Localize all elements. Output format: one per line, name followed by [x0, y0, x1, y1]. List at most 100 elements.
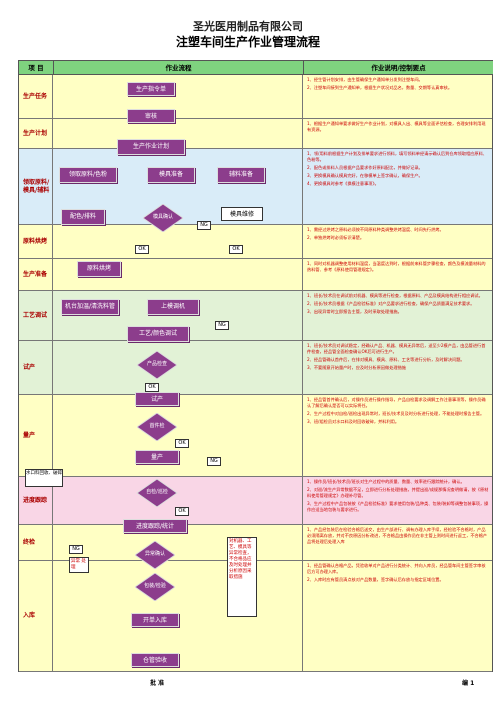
description-line: 2、经品管确认首件后，在排对模具、模具、原料、工艺等进行分析，及时解决问题。 — [307, 357, 465, 362]
company-name: 圣光医用制品有限公司 — [193, 20, 303, 33]
description-line: 1、经品管首件确认后，对操作员进行操作指导，产品自检要求及调解工作注意事项等，操… — [307, 397, 486, 408]
stage-label: 终检 — [19, 525, 53, 560]
flow-first-article-label: 首件检 — [149, 423, 165, 429]
label-ok-4: OK — [175, 439, 189, 448]
flow-cell — [53, 291, 303, 340]
flow-cell — [53, 259, 303, 290]
flow-pick-material: 领取原料/色粉 — [59, 167, 117, 183]
flow-stock-confirm: 仓管验收 — [131, 653, 179, 667]
flow-abnormal-diamond — [134, 540, 176, 570]
table-row: 试产 1、班长/技术员对调试稳定，经确认产品、机器、模具无异常后，送至少2模产品，… — [19, 341, 492, 395]
stage-description: 1、产品经包装后在检验合格后送交，由生产部进行、调有办理入库手续，经检验不合格时… — [305, 525, 491, 560]
description-line: 1、根据生产通知单要求做好生产作业计划，对模具入出、模具等全面评估检查，合理安排… — [307, 121, 486, 132]
description-line: 2、入库时应有管员清点核对产品数量，签字确认后存放与指定区域位置。 — [307, 577, 444, 582]
process-table: 项 目 作业流程 作业说明/控制要点 生产任务 1、经生管计划安排，由生管确保生产… — [18, 60, 493, 672]
label-ok-3: OK — [145, 383, 159, 392]
stage-description: 1、经品管首件确认后，对操作员进行操作指导，产品自检要求及调解工作注意事项等，操… — [305, 395, 491, 476]
stage-label: 生产准备 — [19, 259, 53, 290]
flow-mold-confirm-label: 模具确认 — [152, 214, 173, 220]
stage-description: 1、同时对机器调整使用材料温度，当温度达到时，根据前来料管步骤检查，颜色及模流量… — [305, 259, 491, 290]
stage-label: 原料烘烤 — [19, 225, 53, 258]
table-row: 生产计划 1、根据生产通知单要求做好生产作业计划，对模具入出、模具等全面评估检查，… — [19, 119, 492, 149]
flow-first-article-diamond — [136, 412, 178, 442]
flow-warehouse-entry: 开单入库 — [131, 613, 179, 627]
description-line: 3、班/组检员对水口料及时回收破碎，并料利用。 — [307, 419, 400, 424]
stage-description: 1、经品管确认合格产品，凭验收单对产品进行分类统计、并向入库员，经品管车间主管签… — [305, 561, 491, 671]
description-line: 1、需经过烘烤之原料必须按不同原料种类调整烘烤温度、时间先行烘烤。 — [307, 227, 444, 232]
label-ok-5: OK — [175, 507, 189, 516]
description-line: 3、出现异常时立即报告主管，及时采取处理措施。 — [307, 309, 402, 314]
footer-approve: 批 准 — [150, 680, 165, 687]
footer-page: 编 1 — [462, 680, 475, 687]
description-line: 2、注塑车间接到生产通知单，根据生产状况对品名，数量、交期等认真审核。 — [307, 85, 453, 90]
flow-product-confirm-label: 产品检查 — [146, 361, 167, 367]
description-line: 1、领/用料前根据生产计划及排单要求进行领料，填写领料单经请示确认后到仓库领取相… — [307, 151, 487, 162]
description-line: 1、产品经包装后在检验合格后送交，由生产部进行、调有办理入库手续，经检验不合格时… — [307, 527, 488, 544]
description-line: 3、更换模具确认模具完好，在移模单上签字确认，确保生产。 — [307, 173, 423, 178]
description-line: 3、不要随意开始量产时，应及时分析原因做处理措施 — [307, 365, 406, 370]
description-line: 2、班长/技术员根据《产品检验标准》对产品要求进行检查，确保产品质量满足技术要求… — [307, 301, 475, 306]
flow-abnormal-handle: 异常 处理 — [69, 557, 89, 573]
description-line: 1、班长/技术员在调试前对机器、模具等进行检查，根据原料、产品及模具结构进行相应… — [307, 293, 483, 298]
flow-abnormal-label: 异常确认 — [144, 551, 165, 557]
column-header-item: 项 目 — [19, 61, 53, 75]
flow-review: 审核 — [127, 109, 175, 123]
flow-production-order: 生产指令单 — [127, 82, 175, 96]
table-row: 进度跟踪 1、操作员/班长/技术员/班长对生产过程中的质量、数量、效率进行跟踪统计… — [19, 477, 492, 525]
flow-product-confirm-diamond — [136, 350, 178, 380]
description-line: 1、经生管计划安排，由生管确保生产通知单分发到注塑车间。 — [307, 77, 423, 82]
description-line: 1、操作员/班长/技术员/班长对生产过程中的质量、数量、效率进行跟踪统计，确认。 — [307, 479, 465, 484]
flow-process-debug: 工艺/颜色调试 — [127, 326, 189, 342]
description-line: 3、生产过程中产品包装按《产品检验标准》要求使用包装/品种类、包装/装卸等调整包… — [307, 501, 489, 512]
stage-description: 1、需经过烘烤之原料必须按不同原料种类调整烘烤温度、时间先行烘烤。 2、单独烘烤时… — [305, 225, 491, 258]
stage-label: 生产任务 — [19, 75, 53, 118]
flow-progress-track: 进度跟踪/统计 — [123, 519, 187, 533]
flow-machine-clean: 机台加温/清洗料管 — [61, 299, 119, 315]
flow-batching: 配色/排料 — [61, 209, 105, 225]
flow-side-note: 对机器、工艺、模具等异常检查，不合格品应及时处理并分析原因采取措施 — [227, 537, 257, 617]
stage-description: 1、班长/技术员在调试前对机器、模具等进行检查，根据原料、产品及模具结构进行相应… — [305, 291, 491, 340]
flow-cell — [53, 525, 303, 560]
flow-mold-repair: 模具维修 — [221, 207, 263, 221]
flow-trial: 试产 — [135, 392, 179, 406]
description-line: 4、更换模具时参考《换模注意事项》。 — [307, 181, 379, 186]
flow-cell — [53, 477, 303, 524]
table-row: 原料烘烤 1、需经过烘烤之原料必须按不同原料种类调整烘烤温度、时间先行烘烤。 2、单… — [19, 225, 492, 259]
stage-description: 1、经生管计划安排，由生管确保生产通知单分发到注塑车间。 2、注塑车间接到生产通知… — [305, 75, 491, 118]
description-line: 2、对巡/流生产异常数据不足，立即进行分析处理措施，并提出巡/成规那情况查明做请… — [307, 487, 489, 498]
flow-cell — [53, 225, 303, 258]
stage-label: 进度跟踪 — [19, 477, 53, 524]
flow-self-check-diamond — [133, 478, 181, 508]
flow-cell — [53, 75, 303, 118]
flow-cell — [53, 341, 303, 394]
flow-self-check-label: 自检/巡检 — [146, 489, 168, 495]
label-ng-1: NG — [197, 221, 211, 230]
flow-pack-check-diamond — [134, 572, 176, 602]
description-line: 2、配色或排料人员根据产品要求作好原料配比，并做好记录。 — [307, 165, 423, 170]
flow-water-recycle: 水口料回收、破碎 — [25, 469, 63, 487]
stage-description: 1、领/用料前根据生产计划及排单要求进行领料，填写领料单经请示确认后到仓库领取相… — [305, 149, 491, 224]
flow-cell — [53, 119, 303, 148]
stage-label: 试产 — [19, 341, 53, 394]
label-ok-1: OK — [135, 245, 149, 254]
stage-label: 工艺调试 — [19, 291, 53, 340]
flow-mass-production: 量产 — [135, 450, 179, 464]
flow-cell — [53, 395, 303, 476]
stage-label: 生产计划 — [19, 119, 53, 148]
stage-label: 入库 — [19, 561, 53, 671]
flow-mold-prep: 模具准备 — [147, 167, 195, 183]
column-header-desc: 作业说明/控制要点 — [303, 61, 493, 75]
stage-description: 1、班长/技术员对调试稳定，经确认产品、机器、模具无异常后，送至少2模产品，由品… — [305, 341, 491, 394]
description-line: 1、同时对机器调整使用材料温度，当温度达到时，根据前来料管步骤检查，颜色及模流量… — [307, 261, 486, 272]
column-header-flow: 作业流程 — [53, 61, 303, 75]
table-row: 量产 1、经品管首件确认后，对操作员进行操作指导，产品自检要求及调解工作注意事项等… — [19, 395, 492, 477]
stage-label: 量产 — [19, 395, 53, 476]
flow-aux-prep: 辅料准备 — [217, 167, 265, 183]
flow-pack-check-label: 包装/检验 — [144, 583, 166, 589]
description-line: 1、经品管确认合格产品，凭验收单对产品进行分类统计、并向入库员，经品管车间主管签… — [307, 563, 486, 574]
stage-label: 领取原料/模具/辅料 — [19, 149, 53, 224]
description-line: 2、单独烘烤时必须标识清楚。 — [307, 235, 365, 240]
description-line: 1、班长/技术员对调试稳定，经确认产品、机器、模具无异常后，送至少2模产品，由品… — [307, 343, 486, 354]
flow-mold-confirm-diamond — [142, 203, 184, 233]
flow-mold-install: 上模调机 — [147, 299, 199, 315]
